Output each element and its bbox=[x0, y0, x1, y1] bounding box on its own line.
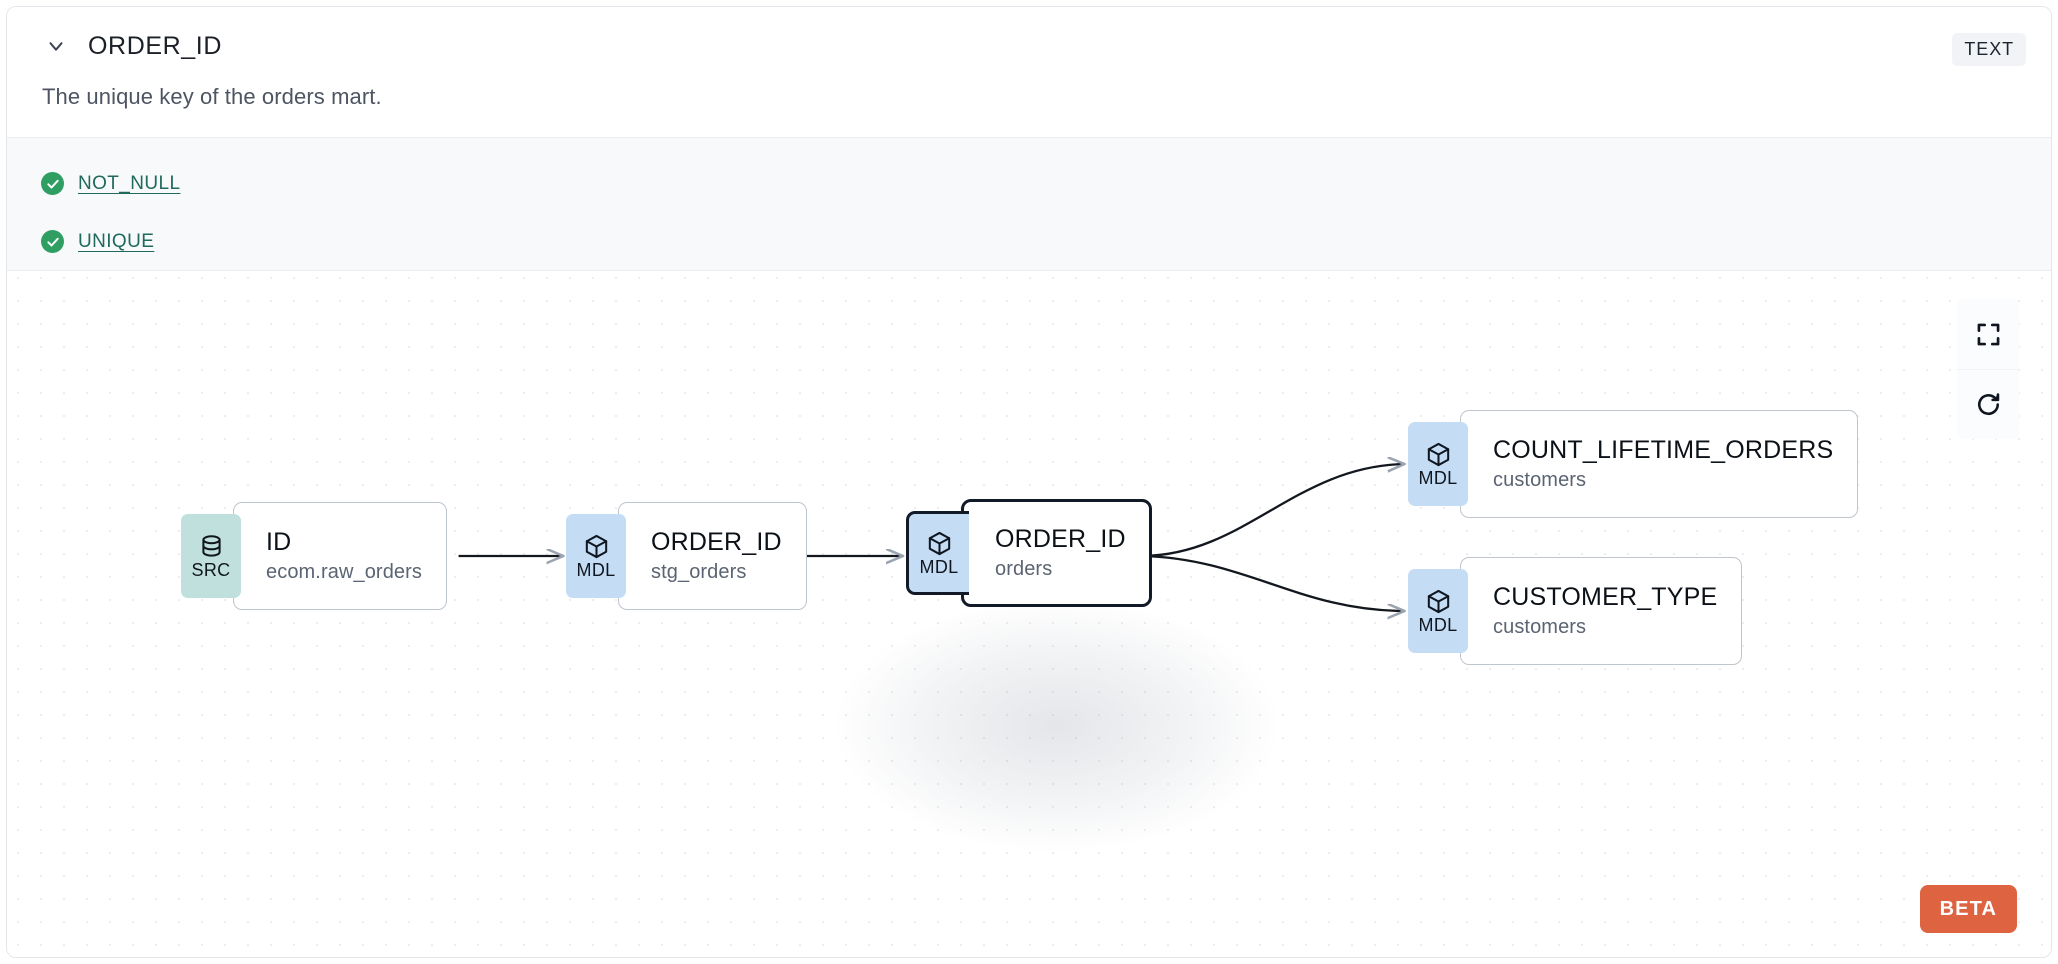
column-description: The unique key of the orders mart. bbox=[42, 84, 382, 109]
lineage-node-stg-order-id[interactable]: MDL ORDER_ID stg_orders bbox=[566, 502, 807, 610]
test-link-not-null[interactable]: NOT_NULL bbox=[78, 173, 181, 194]
database-icon bbox=[198, 533, 225, 560]
node-name: ID bbox=[266, 528, 292, 557]
cube-icon bbox=[926, 530, 953, 557]
node-kind-badge-mdl: MDL bbox=[1408, 422, 1468, 506]
node-resource: customers bbox=[1493, 616, 1587, 639]
lineage-node-orders-order-id[interactable]: MDL ORDER_ID orders bbox=[906, 499, 1152, 607]
node-name: COUNT_LIFETIME_ORDERS bbox=[1493, 436, 1834, 465]
node-name: ORDER_ID bbox=[651, 528, 782, 557]
edge-n3-n5 bbox=[1143, 554, 1405, 611]
refresh-icon bbox=[1975, 391, 2002, 418]
node-kind-badge-src: SRC bbox=[181, 514, 241, 598]
page-title: ORDER_ID bbox=[88, 31, 222, 60]
card-header: ORDER_ID The unique key of the orders ma… bbox=[7, 7, 2051, 137]
node-body: CUSTOMER_TYPE customers bbox=[1460, 557, 1743, 665]
tests-section: NOT_NULL UNIQUE bbox=[7, 137, 2051, 271]
node-kind-badge-mdl: MDL bbox=[1408, 569, 1468, 653]
beta-badge[interactable]: BETA bbox=[1919, 885, 2017, 933]
node-kind-label: SRC bbox=[191, 560, 231, 580]
cube-icon bbox=[1425, 588, 1452, 615]
fullscreen-icon bbox=[1975, 321, 2002, 348]
reset-view-button[interactable] bbox=[1957, 369, 2019, 439]
node-body: ORDER_ID orders bbox=[961, 499, 1152, 607]
check-circle-icon bbox=[41, 172, 64, 195]
node-kind-label: MDL bbox=[576, 560, 616, 580]
graph-controls bbox=[1957, 299, 2019, 439]
lineage-edges bbox=[458, 271, 2051, 957]
node-resource: customers bbox=[1493, 469, 1587, 492]
node-body: ORDER_ID stg_orders bbox=[618, 502, 807, 610]
node-kind-label: MDL bbox=[919, 557, 959, 577]
column-header-row: ORDER_ID bbox=[43, 33, 222, 59]
node-kind-label: MDL bbox=[1418, 615, 1458, 635]
lineage-graph-canvas[interactable]: SRC ID ecom.raw_orders bbox=[7, 271, 2051, 957]
test-row: UNIQUE bbox=[41, 230, 154, 253]
lineage-node-count-lifetime-orders[interactable]: MDL COUNT_LIFETIME_ORDERS customers bbox=[1408, 410, 1859, 518]
node-resource: ecom.raw_orders bbox=[266, 561, 423, 584]
node-resource: stg_orders bbox=[651, 561, 747, 584]
selected-node-shadow bbox=[837, 601, 1277, 851]
node-name: CUSTOMER_TYPE bbox=[1493, 583, 1718, 612]
node-kind-badge-mdl: MDL bbox=[566, 514, 626, 598]
edge-n3-n4 bbox=[1143, 464, 1405, 558]
lineage-node-source-id[interactable]: SRC ID ecom.raw_orders bbox=[181, 502, 448, 610]
node-resource: orders bbox=[995, 558, 1053, 581]
chevron-down-icon[interactable] bbox=[43, 33, 69, 59]
node-kind-badge-mdl: MDL bbox=[906, 511, 969, 595]
node-body: ID ecom.raw_orders bbox=[233, 502, 448, 610]
node-body: COUNT_LIFETIME_ORDERS customers bbox=[1460, 410, 1859, 518]
column-type-badge: TEXT bbox=[1952, 33, 2026, 66]
cube-icon bbox=[1425, 441, 1452, 468]
fit-view-button[interactable] bbox=[1957, 299, 2019, 369]
cube-icon bbox=[583, 533, 610, 560]
lineage-node-customer-type[interactable]: MDL CUSTOMER_TYPE customers bbox=[1408, 557, 1743, 665]
test-row: NOT_NULL bbox=[41, 172, 180, 195]
check-circle-icon bbox=[41, 230, 64, 253]
column-detail-card: ORDER_ID The unique key of the orders ma… bbox=[6, 6, 2052, 958]
node-kind-label: MDL bbox=[1418, 468, 1458, 488]
test-link-unique[interactable]: UNIQUE bbox=[78, 231, 155, 252]
node-name: ORDER_ID bbox=[995, 525, 1126, 554]
